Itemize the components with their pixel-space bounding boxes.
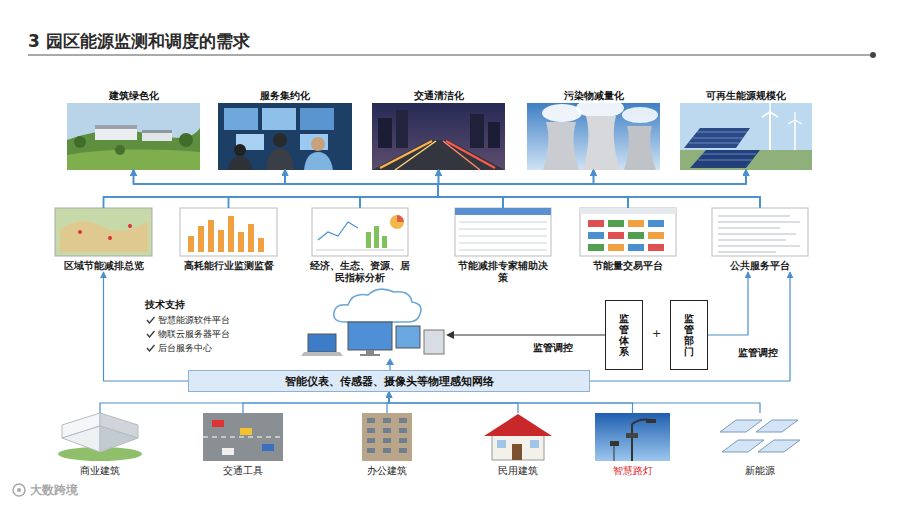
picture-node: 民用建筑 (476, 413, 560, 477)
node-label: 服务集约化 (218, 89, 352, 102)
connector-arrow (104, 170, 439, 208)
connector-arrow (229, 170, 439, 208)
connector-arrow (134, 170, 439, 208)
connector-arrow (285, 170, 438, 208)
node-label: 商业建筑 (58, 465, 142, 477)
picture-node: 办公建筑 (345, 413, 429, 477)
watermark: 大数跨境 (30, 483, 78, 497)
connector-arrow (438, 170, 503, 208)
connector-arrow (438, 170, 760, 208)
node-label: 节能量交易平台 (568, 260, 688, 272)
vertical-label: 监管部门 (684, 313, 694, 357)
node-label: 公共服务平台 (705, 260, 815, 272)
connector-arrow (134, 170, 504, 208)
supervision-box: 监管体系 (605, 300, 643, 370)
connector-arrow (104, 170, 439, 208)
connector-arrow (104, 170, 439, 208)
list-item: 智慧能源软件平台 (158, 315, 230, 326)
node-label: 经济、生态、资源、居民指标分析 (308, 260, 412, 284)
picture-node: 可再生能源规模化 (680, 89, 812, 170)
picture-node: 交通工具 (201, 413, 285, 477)
node-label: 民用建筑 (476, 465, 560, 477)
plus-sign: + (652, 327, 661, 340)
connector-arrow (438, 170, 760, 208)
picture-node: 经济、生态、资源、居民指标分析 (308, 208, 412, 284)
node-label: 节能减排专家辅助决策 (455, 260, 551, 284)
connector-arrow (104, 170, 594, 208)
connector-arrow (438, 170, 628, 208)
node-label: 建筑绿色化 (67, 89, 200, 102)
picture-node: 高耗能行业监测监督 (169, 208, 289, 272)
node-label: 可再生能源规模化 (680, 89, 812, 102)
connector-arrow (438, 170, 746, 208)
list-item: 后台服务中心 (158, 343, 212, 354)
connector-arrow (438, 170, 760, 208)
connector-arrow (360, 170, 439, 208)
connector-arrow (285, 170, 503, 208)
connector-arrow (229, 170, 747, 208)
node-label: 区域节能减排总览 (44, 260, 164, 272)
node-label: 智慧路灯 (591, 465, 675, 477)
node-label: 办公建筑 (345, 465, 429, 477)
picture-node: 交通清洁化 (372, 89, 505, 170)
connector-arrow (708, 272, 748, 335)
connector-arrow (229, 170, 594, 208)
connector-arrow (389, 392, 760, 413)
connector-arrow (590, 272, 790, 381)
connector-arrow (285, 170, 628, 208)
picture-node: 节能量交易平台 (568, 208, 688, 272)
picture-node: 建筑绿色化 (67, 89, 200, 170)
connector-arrow (229, 170, 439, 208)
vertical-label: 监管体系 (619, 313, 629, 357)
node-label: 智能仪表、传感器、摄像头等物理感知网络 (285, 374, 494, 388)
sensor-network-band: 智能仪表、传感器、摄像头等物理感知网络 (188, 370, 590, 392)
edge-label: 监管调控 (737, 347, 779, 358)
node-label: 交通清洁化 (372, 89, 505, 102)
list-item: 物联云服务器平台 (158, 329, 230, 340)
connector-arrow (438, 170, 594, 208)
connector-arrow (100, 392, 389, 413)
supervision-box: 监管部门 (670, 300, 708, 370)
section-heading: 技术支持 (145, 299, 185, 310)
connector-arrow (360, 170, 746, 208)
picture-node: 节能减排专家辅助决策 (455, 208, 551, 284)
connector-arrow (243, 392, 389, 413)
picture-node: 公共服务平台 (705, 208, 815, 272)
picture-node: 污染物减量化 (527, 89, 660, 170)
node-label: 污染物减量化 (527, 89, 660, 102)
connector-arrow (134, 170, 629, 208)
connector-arrow (285, 170, 760, 208)
connector-arrow (104, 170, 747, 208)
picture-node: 商业建筑 (58, 413, 142, 477)
picture-node: 区域节能减排总览 (44, 208, 164, 272)
connector-arrow (104, 272, 189, 381)
connector-arrow (134, 170, 761, 208)
node-label: 交通工具 (201, 465, 285, 477)
picture-node: 新能源 (718, 413, 802, 477)
arrow-label: 监管调控 (533, 342, 573, 353)
picture-node: 服务集约化 (218, 89, 352, 170)
connector-arrow (360, 170, 594, 208)
connector-arrow (438, 170, 746, 208)
node-label: 高耗能行业监测监督 (169, 260, 289, 272)
page-title: 3 园区能源监测和调度的需求 (28, 30, 250, 53)
node-label: 新能源 (718, 465, 802, 477)
connector-arrow (134, 170, 439, 208)
connector-arrow (438, 170, 628, 208)
picture-node: 智慧路灯 (591, 413, 675, 477)
